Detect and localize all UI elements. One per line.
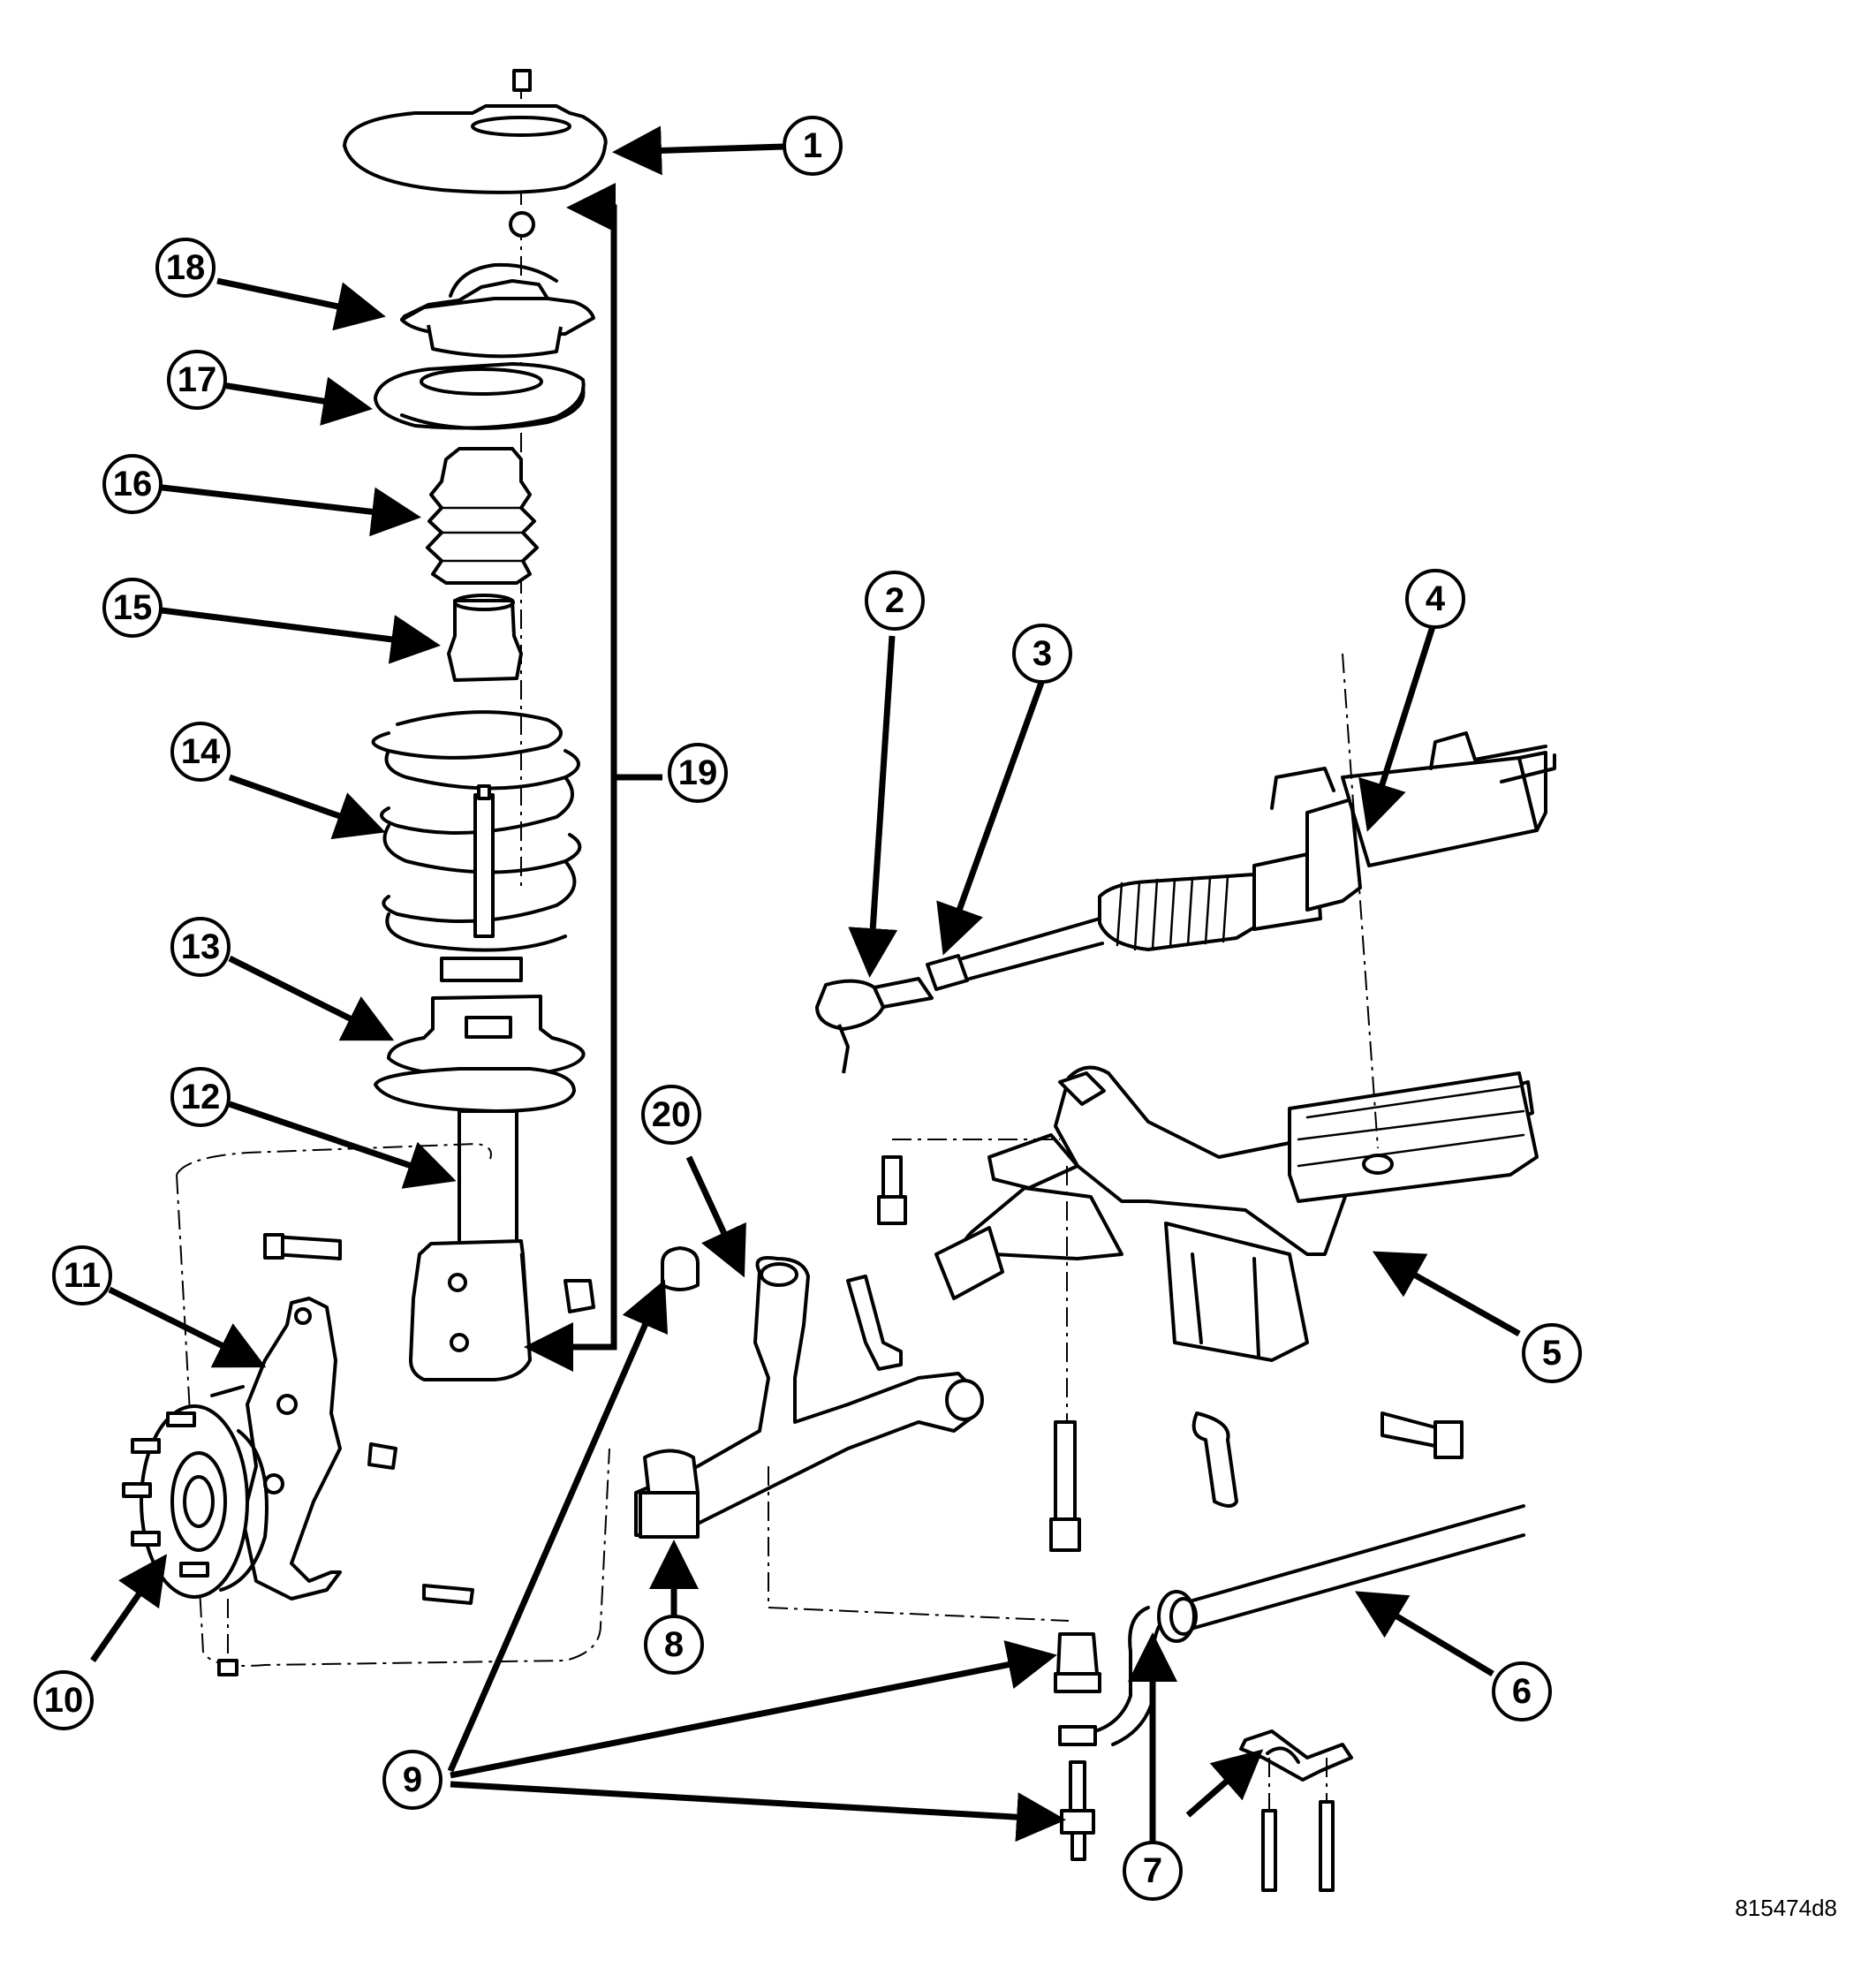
lower-control-arm <box>634 1256 1070 1622</box>
callout-14-label: 14 <box>181 732 221 771</box>
callout-14: 14 <box>170 722 231 782</box>
coil-spring <box>371 710 582 952</box>
callout-9: 9 <box>382 1750 443 1810</box>
jounce-bumper <box>447 594 523 682</box>
strut-assembly <box>374 1067 576 1381</box>
lower-spring-isolator <box>387 957 586 1079</box>
callout-2-label: 2 <box>885 581 904 620</box>
callout-11: 11 <box>52 1245 112 1305</box>
callout-20: 20 <box>641 1085 701 1145</box>
callout-5-label: 5 <box>1542 1334 1562 1373</box>
callout-8-label: 8 <box>664 1625 684 1664</box>
strut-mount-cap <box>343 69 608 238</box>
figure-id: 815474d8 <box>1735 1895 1837 1921</box>
callout-8: 8 <box>644 1615 704 1675</box>
callout-3-label: 3 <box>1033 634 1052 673</box>
callout-3: 3 <box>1012 624 1072 684</box>
stabilizer-link-hardware <box>1054 1632 1101 1861</box>
callout-19: 19 <box>668 743 728 803</box>
tie-rod-assembly <box>815 917 1104 1074</box>
callout-6: 6 <box>1492 1661 1552 1722</box>
callout-15-label: 15 <box>113 588 153 627</box>
hub-and-bearing <box>122 1404 269 1599</box>
callout-6-label: 6 <box>1512 1672 1532 1711</box>
callout-15: 15 <box>102 578 163 638</box>
callout-5: 5 <box>1522 1323 1582 1383</box>
callout-4: 4 <box>1405 569 1465 629</box>
stabilizer-bar <box>1093 1504 1525 1746</box>
callout-16: 16 <box>102 454 163 514</box>
dust-boot <box>426 447 539 585</box>
callout-18: 18 <box>155 238 216 298</box>
callout-10-label: 10 <box>44 1681 84 1720</box>
callout-9-label: 9 <box>403 1760 422 1799</box>
callout-13-label: 13 <box>181 927 221 966</box>
control-arm-bushing <box>661 1246 700 1291</box>
upper-spring-seat <box>374 362 586 430</box>
callout-16-label: 16 <box>113 465 153 503</box>
callout-7-label: 7 <box>1143 1851 1162 1890</box>
callout-1: 1 <box>783 116 843 176</box>
knuckle-fasteners <box>217 1233 595 1676</box>
callout-17: 17 <box>167 350 227 410</box>
steering-gear <box>1098 731 1556 951</box>
callout-12: 12 <box>170 1067 231 1127</box>
callout-17-label: 17 <box>178 360 217 399</box>
callout-1-label: 1 <box>803 126 822 165</box>
callout-4-label: 4 <box>1426 579 1446 618</box>
front-crossmember <box>956 653 1539 1362</box>
callout-18-label: 18 <box>166 248 206 287</box>
callout-7: 7 <box>1123 1841 1183 1901</box>
upper-strut-mount <box>400 262 595 359</box>
callout-12-label: 12 <box>181 1078 221 1116</box>
leader-lines <box>90 125 1521 1843</box>
callout-11-label: 11 <box>64 1256 101 1295</box>
callout-10: 10 <box>34 1670 94 1730</box>
crossmember-fasteners <box>846 1139 1464 1552</box>
stabilizer-bushing-bracket <box>1239 1729 1353 1892</box>
callout-13: 13 <box>170 917 231 977</box>
callout-19-label: 19 <box>678 753 718 792</box>
callout-20-label: 20 <box>652 1095 692 1134</box>
callout-2: 2 <box>865 571 925 631</box>
